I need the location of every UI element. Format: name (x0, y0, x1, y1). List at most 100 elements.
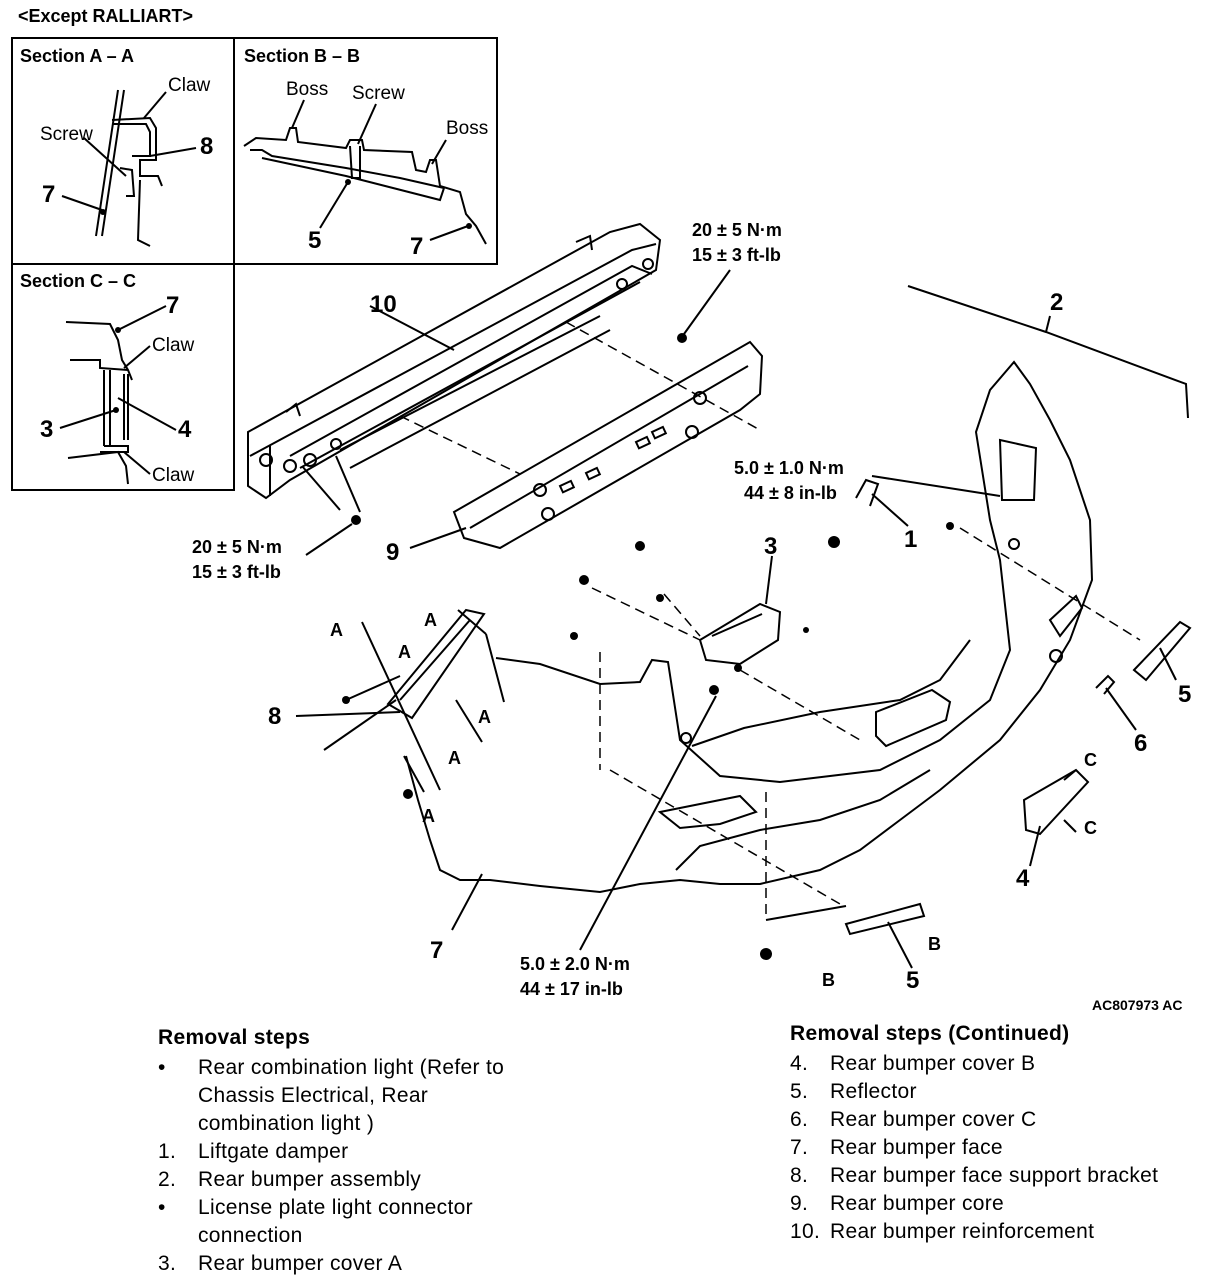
removal-steps: Removal steps • Rear combination light (R… (158, 1024, 548, 1278)
reinforcement-drawing (247, 222, 662, 500)
part-numbers: 1 2 3 4 5 5 6 7 8 9 10 (268, 289, 1191, 994)
step-text: Rear combination light (Refer to Chassis… (198, 1056, 505, 1135)
step-text: Rear bumper assembly (198, 1168, 422, 1191)
section-mark-b-1: B (822, 970, 835, 990)
torque-3-metric: 5.0 ± 1.0 N·m (734, 458, 844, 478)
step-item: 6.Rear bumper cover C (790, 1106, 1200, 1134)
aa-number-8: 8 (200, 133, 213, 160)
section-mark-a-6: A (422, 806, 435, 826)
step-item: • Rear combination light (Refer to Chassi… (158, 1054, 548, 1138)
part-number-9: 9 (386, 539, 399, 566)
torque-2-imperial: 15 ± 3 ft-lb (192, 562, 281, 582)
step-item: • License plate light connector connectio… (158, 1194, 548, 1250)
section-b-b-title: Section B – B (244, 46, 360, 66)
bb-number-5: 5 (308, 227, 321, 254)
step-number: 8. (790, 1164, 809, 1187)
step-item: 9. Rear bumper core (790, 1190, 1200, 1218)
part-number-8: 8 (268, 703, 281, 730)
core-drawing (452, 340, 764, 550)
step-item: 7.Rear bumper face (790, 1134, 1200, 1162)
section-mark-c-1: C (1084, 750, 1097, 770)
torque-1-metric: 20 ± 5 N·m (692, 220, 782, 240)
cc-claw1-label: Claw (152, 335, 195, 356)
section-mark-a-5: A (448, 748, 461, 768)
fasteners (342, 333, 954, 960)
part-number-7: 7 (430, 937, 443, 964)
step-number: • (158, 1196, 166, 1219)
torque-4-metric: 5.0 ± 2.0 N·m (520, 954, 630, 974)
figure-code: AC807973 AC (1092, 997, 1183, 1013)
part-number-3: 3 (764, 533, 777, 560)
section-markers: A A A A A A C C B B (330, 610, 1097, 990)
bb-boss2-label: Boss (446, 118, 488, 139)
section-c-c: Section C – C 7 Claw 3 4 Claw (20, 271, 195, 486)
bb-screw-label: Screw (352, 83, 405, 104)
step-text: Reflector (830, 1080, 917, 1103)
cc-claw2-label: Claw (152, 465, 195, 486)
step-number: 10. (790, 1220, 821, 1243)
section-mark-a-3: A (398, 642, 411, 662)
section-b-b: Section B – B Boss Screw Boss 5 7 (243, 46, 488, 260)
aa-number-7: 7 (42, 181, 55, 208)
part-number-5-lower: 5 (906, 967, 919, 994)
cc-leaders (59, 305, 177, 475)
aa-leaders (61, 91, 197, 211)
cover-a-drawing (698, 602, 782, 666)
solid-leaders (295, 269, 1189, 969)
step-item: 4.Rear bumper cover B (790, 1050, 1200, 1078)
part-number-10: 10 (370, 291, 397, 318)
step-text: Rear bumper core (830, 1192, 1005, 1215)
part-number-5-right: 5 (1178, 681, 1191, 708)
header-label: <Except RALLIART> (18, 6, 193, 26)
section-mark-b-2: B (928, 934, 941, 954)
part-number-2: 2 (1050, 289, 1063, 316)
step-number: 9. (790, 1192, 809, 1215)
step-item: 2. Rear bumper assembly (158, 1166, 548, 1194)
cc-drawing (65, 321, 133, 485)
step-number: 2. (158, 1168, 177, 1191)
cc-number-3: 3 (40, 416, 53, 443)
dashed-leaders (399, 321, 1141, 920)
aa-screw-label: Screw (40, 124, 93, 145)
step-item: 10. Rear bumper reinforcement (790, 1218, 1200, 1246)
torque-labels: 20 ± 5 N·m 15 ± 3 ft-lb 20 ± 5 N·m 15 ± … (192, 220, 844, 999)
section-mark-a-1: A (330, 620, 343, 640)
removal-steps-title: Removal steps (158, 1026, 311, 1049)
step-item: 1. Liftgate damper (158, 1138, 548, 1166)
torque-2-metric: 20 ± 5 N·m (192, 537, 282, 557)
step-number: • (158, 1056, 166, 1079)
step-text: Liftgate damper (198, 1140, 349, 1163)
torque-4-imperial: 44 ± 17 in-lb (520, 979, 623, 999)
part-number-1: 1 (904, 526, 917, 553)
step-item: 8. Rear bumper face support bracket (790, 1162, 1200, 1190)
section-boxes (11, 37, 498, 491)
cc-number-4: 4 (178, 416, 192, 443)
step-text: License plate light connector connection (198, 1196, 473, 1247)
aa-drawing (95, 89, 163, 247)
step-number: 3. (158, 1252, 177, 1275)
removal-steps-continued-title: Removal steps (Continued) (790, 1022, 1070, 1045)
step-text: Rear bumper cover C (830, 1108, 1037, 1131)
step-number: 4. (790, 1052, 809, 1075)
step-number: 7. (790, 1136, 809, 1159)
part-number-6: 6 (1134, 730, 1147, 757)
step-text: Rear bumper cover A (198, 1252, 403, 1275)
section-a-a-title: Section A – A (20, 46, 134, 66)
section-mark-a-2: A (424, 610, 437, 630)
aa-claw-label: Claw (168, 75, 211, 96)
section-mark-c-2: C (1084, 818, 1097, 838)
bb-drawing (243, 127, 487, 245)
step-text: Rear bumper face support bracket (830, 1164, 1159, 1187)
bb-leaders (291, 99, 469, 241)
step-text: Rear bumper reinforcement (830, 1220, 1095, 1243)
step-item: 3. Rear bumper cover A (158, 1250, 548, 1278)
bb-boss1-label: Boss (286, 79, 328, 100)
step-number: 5. (790, 1080, 809, 1103)
step-number: 1. (158, 1140, 177, 1163)
bb-number-7: 7 (410, 233, 423, 260)
bumper-face-drawing (405, 360, 1094, 894)
removal-steps-continued: Removal steps (Continued) 4.Rear bumper … (790, 1020, 1200, 1246)
torque-1-imperial: 15 ± 3 ft-lb (692, 245, 781, 265)
